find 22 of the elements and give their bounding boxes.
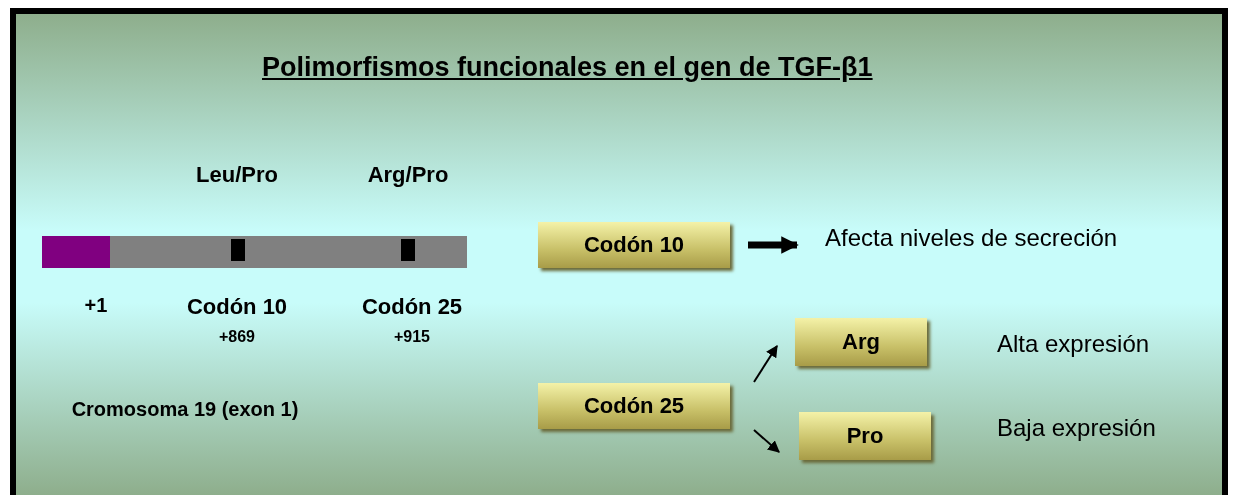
codon-box xyxy=(538,383,730,429)
expression-note: Alta expresión xyxy=(997,330,1150,358)
gene-label: Leu/Pro xyxy=(196,162,278,188)
codon-box xyxy=(795,318,927,366)
expression-note: Baja expresión xyxy=(997,414,1156,442)
effect-text: Afecta niveles de secreción xyxy=(825,224,1118,252)
diagram-title: Polimorfismos funcionales en el gen de TGF-β1 xyxy=(262,52,873,83)
codon-box xyxy=(799,412,931,460)
gene-label: Codón 10 xyxy=(186,294,288,320)
gene-label: Codón 25 xyxy=(361,294,463,320)
gene-label: Arg/Pro xyxy=(367,162,449,188)
box-label: Codón 25 xyxy=(583,393,685,419)
gene-label: +915 xyxy=(394,328,430,346)
codon-box xyxy=(538,222,730,268)
gene-label: +869 xyxy=(219,328,255,346)
gene-label: Cromosoma 19 (exon 1) xyxy=(71,398,299,421)
box-label: Pro xyxy=(846,423,884,449)
gene-label: +1 xyxy=(84,294,108,317)
arrow xyxy=(753,429,780,453)
box-label: Codón 10 xyxy=(583,232,685,258)
arrow xyxy=(753,345,778,383)
box-label: Arg xyxy=(842,329,880,355)
